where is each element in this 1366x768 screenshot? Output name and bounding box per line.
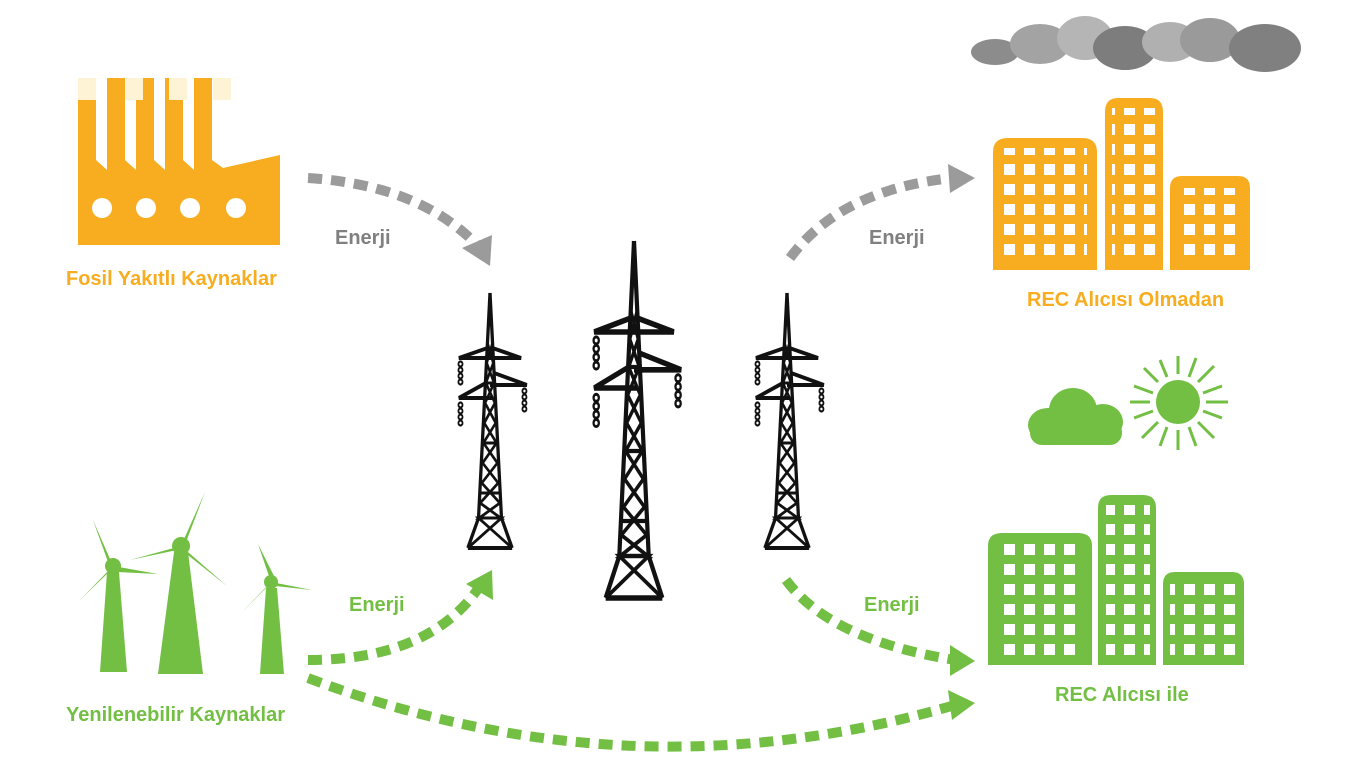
sun-icon [1130,356,1228,450]
arrow-fossil-to-grid [307,173,492,266]
green-buildings-icon [988,495,1244,665]
wind-turbines-icon [80,492,312,674]
energy-label-renewable-to-grid: Enerji [349,594,405,616]
arrow-grid-to-without-rec [785,164,975,261]
cloud-icon [1028,388,1123,445]
orange-buildings-icon [993,98,1250,270]
arrow-renewable-to-grid [307,570,493,665]
energy-label-grid-to-without-rec: Enerji [869,227,925,249]
energy-label-grid-to-with-rec: Enerji [864,594,920,616]
renewable-source-label: Yenilenebilir Kaynaklar [66,704,285,726]
with-rec-label: REC Alıcısı ile [1055,684,1189,706]
arrow-renewable-to-with-rec [306,673,975,752]
without-rec-label: REC Alıcısı Olmadan [1027,289,1225,311]
smoke-cloud-icon [971,16,1301,72]
energy-label-fossil-to-grid: Enerji [335,227,391,249]
factory-icon [78,78,280,245]
fossil-source-label: Fosil Yakıtlı Kaynaklar [66,268,277,290]
transmission-tower-icon [456,241,826,598]
arrow-grid-to-with-rec [781,577,975,676]
